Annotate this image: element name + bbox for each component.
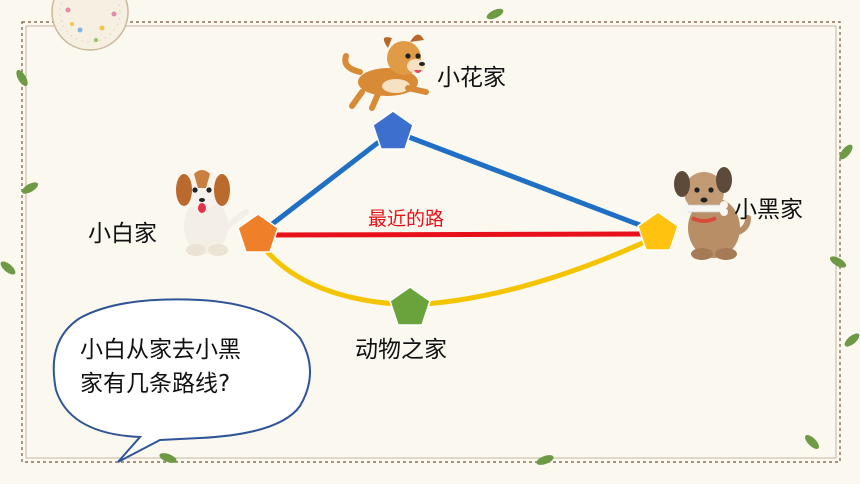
speech-bubble-text: 小白从家去小黑 家有几条路线? xyxy=(80,333,300,401)
running-puppy-icon xyxy=(342,34,429,111)
node-xiaohei-home xyxy=(637,211,679,251)
sitting-puppy-icon xyxy=(176,170,249,256)
bubble-line-2: 家有几条路线? xyxy=(80,371,231,397)
route-direct xyxy=(257,231,659,238)
route-xiaohua-to-xiaohei xyxy=(392,128,659,235)
frame-inner-border xyxy=(25,25,837,459)
label-xiaohua-home: 小花家 xyxy=(437,65,506,91)
leaf-decoration-icons xyxy=(0,8,860,465)
frame-border xyxy=(21,21,841,463)
label-nearest-route: 最近的路 xyxy=(368,208,445,230)
node-xiaohua-home xyxy=(372,110,414,150)
speech-bubble xyxy=(52,298,311,463)
route-via-animal-home xyxy=(255,233,660,308)
label-xiaohei-home: 小黑家 xyxy=(734,197,803,223)
node-animal-home xyxy=(389,286,431,326)
label-xiaobai-home: 小白家 xyxy=(88,221,157,247)
route-xiaobai-to-xiaohua xyxy=(256,129,395,237)
bubble-line-1: 小白从家去小黑 xyxy=(80,337,241,363)
node-xiaobai-home xyxy=(237,213,279,253)
label-animal-home: 动物之家 xyxy=(355,337,447,363)
puppy-with-bone-icon xyxy=(674,167,751,260)
flower-wreath-icon xyxy=(51,0,129,51)
